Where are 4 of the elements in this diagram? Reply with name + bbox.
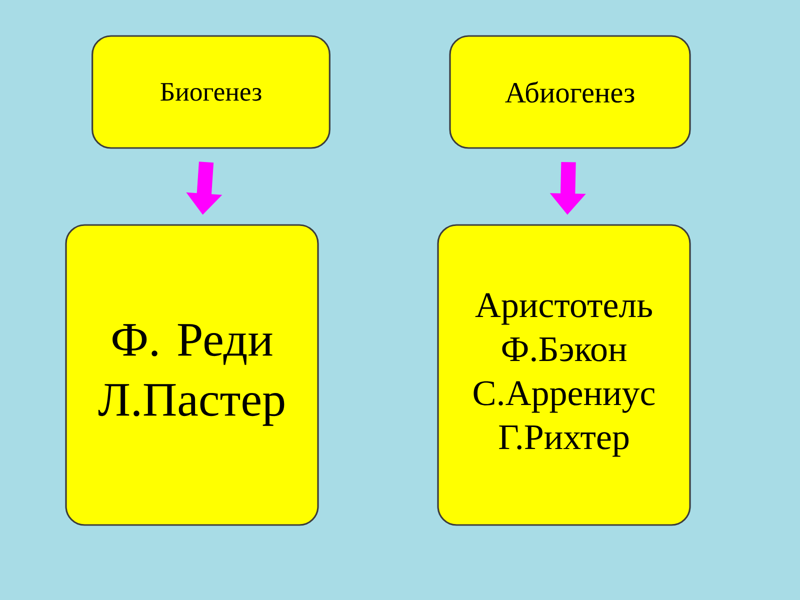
text-box: Абиогенез	[449, 35, 691, 149]
text-box: Ф. Реди Л.Пастер	[65, 224, 319, 526]
text-box: Аристотель Ф.Бэкон С.Аррениус Г.Рихтер	[437, 224, 691, 526]
text-box: Биогенез	[92, 35, 330, 149]
